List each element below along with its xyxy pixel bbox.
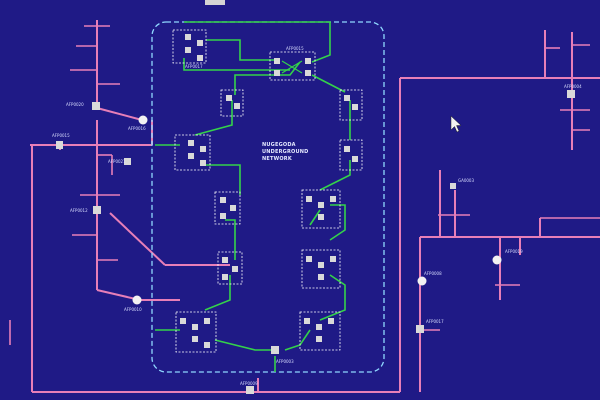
label-4: AFP0021 (108, 159, 126, 164)
label-6: AFP0010 (124, 307, 142, 312)
cabinet-1[interactable] (172, 29, 207, 64)
cabinet-4[interactable] (339, 89, 363, 121)
cabinet-11[interactable] (175, 311, 217, 353)
sw-right-1[interactable] (567, 90, 575, 98)
sw-left-1[interactable] (92, 102, 100, 110)
cabinet-3[interactable] (220, 89, 244, 117)
cabinet-7[interactable] (214, 191, 241, 225)
mouse-pointer-icon (450, 115, 462, 133)
cabinet-10[interactable] (301, 249, 341, 289)
label-1: AFP0020 (66, 102, 84, 107)
label-7: AFP0015 (286, 46, 304, 51)
sw-left-4[interactable] (93, 206, 101, 214)
cabinet-6[interactable] (339, 139, 363, 171)
cabinet-8[interactable] (301, 189, 341, 229)
node-left-2[interactable] (132, 295, 142, 305)
label-5: AFP0012 (70, 208, 88, 213)
label-15: AFP0004 (564, 84, 582, 89)
underground-network-boundary (151, 21, 385, 373)
cabinet-9[interactable] (217, 251, 243, 285)
label-10: AFP0009 (240, 381, 258, 386)
label-13: AFP0008 (424, 271, 442, 276)
underground-cables (155, 21, 351, 372)
sw-left-2[interactable] (56, 141, 63, 149)
sw-underground-bottom[interactable] (271, 346, 279, 354)
node-right-2[interactable] (417, 276, 427, 286)
label-8: AFP0017 (185, 64, 203, 69)
label-11: GA0003 (458, 178, 474, 183)
cabinet-5[interactable] (174, 134, 211, 171)
top-bezel-tab (205, 0, 225, 5)
left-overhead-network (9, 20, 400, 394)
sw-right-3[interactable] (450, 183, 456, 189)
network-title-line2: UNDERGROUND (262, 149, 308, 155)
right-overhead-network (399, 30, 600, 392)
label-12: AFP0019 (505, 249, 523, 254)
node-left-1[interactable] (138, 115, 148, 125)
node-right-1[interactable] (492, 255, 502, 265)
network-title-line1: NUGEGODA (262, 142, 296, 148)
network-title-line3: NETWORK (262, 156, 293, 162)
sw-right-2[interactable] (416, 325, 424, 333)
label-9: AFP0003 (276, 359, 294, 364)
label-2: AFP0015 (52, 133, 70, 138)
cabinet-2[interactable] (269, 51, 316, 81)
cabinet-12[interactable] (299, 311, 341, 351)
sw-bottom-1[interactable] (246, 386, 254, 394)
sw-left-3[interactable] (124, 158, 131, 165)
label-14: AFP0017 (426, 319, 444, 324)
label-3: AFP0016 (128, 126, 146, 131)
